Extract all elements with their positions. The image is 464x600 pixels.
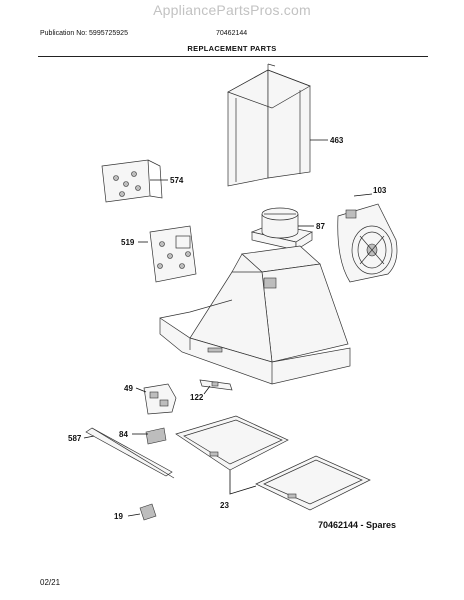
part-122-light-strip[interactable]	[199, 379, 233, 391]
callout-122: 122	[190, 393, 204, 402]
watermark: AppliancePartsPros.com	[153, 2, 311, 18]
part-587-trim[interactable]	[85, 427, 175, 479]
callout-574: 574	[170, 176, 184, 185]
model-number: 70462144	[216, 30, 248, 37]
callout-19: 19	[114, 512, 123, 521]
callout-23: 23	[220, 501, 229, 510]
part-103-blower[interactable]	[337, 203, 398, 283]
part-84-switch[interactable]	[145, 427, 167, 445]
spares-label: 70462144 - Spares	[318, 520, 396, 530]
revision-date: 02/21	[40, 578, 61, 587]
page-title: REPLACEMENT PARTS	[187, 44, 277, 53]
header-divider	[38, 56, 428, 57]
publication-number: Publication No: 5995725925	[40, 30, 128, 37]
callout-84: 84	[119, 430, 128, 439]
callout-519: 519	[121, 238, 135, 247]
callout-103: 103	[373, 186, 387, 195]
part-463-duct-cover[interactable]	[227, 63, 311, 187]
part-49-control-board[interactable]	[143, 383, 177, 415]
callout-463: 463	[330, 136, 344, 145]
callout-49: 49	[124, 384, 133, 393]
part-23-filter-front[interactable]	[175, 415, 289, 471]
part-87-damper[interactable]	[250, 207, 313, 251]
part-519-hardware-bag[interactable]	[149, 225, 197, 283]
part-19-clip[interactable]	[139, 503, 157, 521]
part-23-filter-rear[interactable]	[255, 455, 371, 511]
callout-87: 87	[316, 222, 325, 231]
part-574-mounting-bracket[interactable]	[101, 159, 163, 203]
callout-587: 587	[68, 434, 82, 443]
hood-canopy[interactable]	[159, 245, 351, 385]
